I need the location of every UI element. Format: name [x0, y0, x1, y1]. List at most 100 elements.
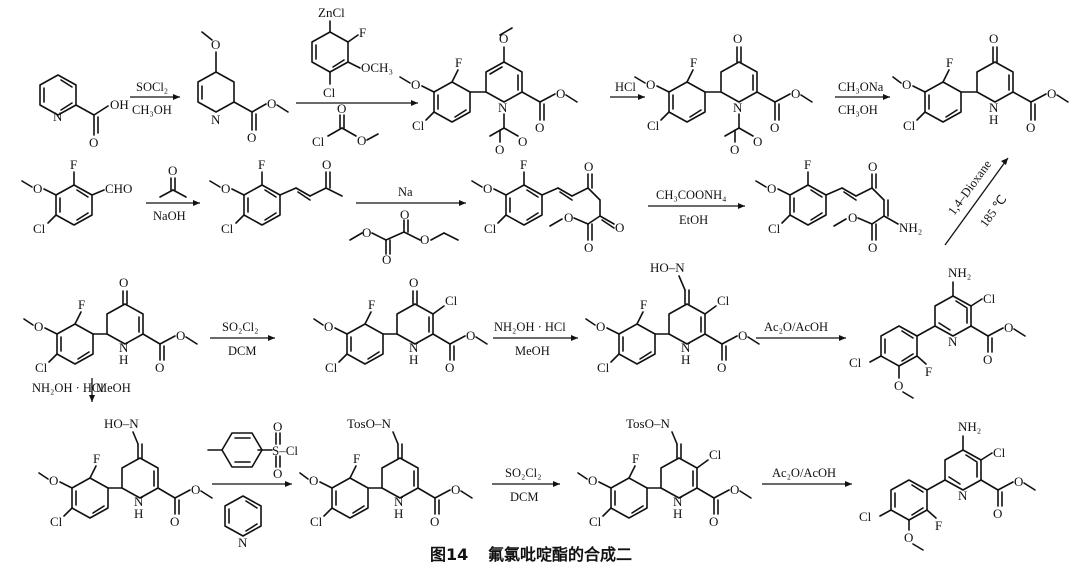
reagent-naoh: NaOH	[153, 209, 186, 223]
atom-o: O	[499, 31, 508, 46]
atom-o: O	[584, 159, 593, 174]
atom-o: O	[902, 77, 911, 92]
atom-cl: Cl	[717, 293, 730, 308]
atom-o: O	[267, 96, 276, 111]
atom-o: O	[615, 220, 624, 235]
reagent-nh4oac: CH₃COONH₄	[656, 188, 727, 202]
enaminone-structure: F O NH₂ O O O Cl	[755, 157, 922, 255]
atom-oh: OH	[110, 97, 129, 112]
reagent-f: F	[359, 25, 366, 40]
dihydropyridine-carbamate-structure: O N O O O O F O Cl	[399, 27, 578, 157]
atom-o: O	[400, 207, 409, 222]
reagent-so2cl2-2: SO₂Cl₂	[505, 466, 542, 480]
atom-o: O	[430, 514, 439, 529]
atom-f: F	[520, 157, 527, 172]
atom-f: F	[70, 157, 77, 172]
atom-o: O	[770, 120, 779, 135]
atom-cl: Cl	[50, 514, 63, 529]
atom-n: N	[733, 100, 743, 115]
atom-o: O	[730, 142, 739, 157]
atom-h: H	[394, 506, 403, 521]
atom-o: O	[848, 210, 857, 225]
atom-o: O	[411, 77, 420, 92]
atom-o: O	[584, 240, 593, 255]
atom-cl: Cl	[647, 118, 660, 133]
atom-o: O	[322, 157, 331, 172]
methyl-chloroformate-structure: O Cl O	[312, 101, 379, 149]
atom-o: O	[247, 130, 256, 145]
atom-cl: Cl	[768, 221, 781, 236]
enone-structure: F O O Cl	[209, 157, 343, 236]
arylzinc-reagent-structure: ZnCl F OCH₃ Cl	[311, 5, 393, 100]
atom-n: N	[238, 535, 248, 550]
arrow-8	[944, 157, 1009, 246]
reagent-dcm-2: DCM	[510, 490, 538, 504]
figure-title: 氟氯吡啶酯的合成二	[488, 545, 632, 564]
atom-cl: Cl	[597, 360, 610, 375]
atom-cl: Cl	[412, 118, 425, 133]
atom-hon: HO–N	[104, 416, 139, 431]
aminopyridine-product-1-structure: NH₂ Cl N O O F O Cl	[849, 265, 1026, 399]
atom-o: O	[556, 86, 565, 101]
atom-o: O	[983, 352, 992, 367]
atom-h: H	[409, 352, 418, 367]
reagent-na: Na	[398, 185, 413, 199]
atom-cl: Cl	[983, 291, 996, 306]
atom-f: F	[935, 518, 942, 533]
atom-o: O	[646, 77, 655, 92]
pyridine-structure: N	[224, 495, 262, 550]
atom-o: O	[993, 506, 1002, 521]
atom-o: O	[717, 360, 726, 375]
atom-o: O	[1004, 320, 1013, 335]
atom-n: N	[989, 100, 999, 115]
atom-o: O	[168, 163, 177, 178]
atom-o: O	[733, 31, 742, 46]
atom-cl: Cl	[33, 221, 46, 236]
reagent-dcm: DCM	[228, 344, 256, 358]
atom-cl: Cl	[849, 355, 862, 370]
reagent-socl2: SOCl₂	[136, 80, 168, 94]
atom-o: O	[868, 159, 877, 174]
atom-o: O	[588, 473, 597, 488]
atom-o: O	[904, 530, 913, 545]
atom-cl: Cl	[993, 445, 1006, 460]
atom-n: N	[948, 334, 958, 349]
atom-o: O	[176, 328, 185, 343]
atom-n: N	[673, 494, 683, 509]
atom-f: F	[368, 297, 375, 312]
atom-o: O	[753, 134, 762, 149]
reagent-nh2oh-hcl: NH₂OH · HCl	[494, 320, 566, 334]
picolinic-acid-structure: N OH O	[39, 74, 129, 150]
reagent-ac2o-2: Ac₂O/AcOH	[772, 466, 836, 480]
reagent-meoh: MeOH	[515, 344, 550, 358]
atom-o: O	[362, 225, 371, 240]
chloro-oxime-structure: HO–N Cl N H O O F O Cl	[585, 260, 760, 375]
atom-h: H	[134, 506, 143, 521]
atom-o: O	[989, 31, 998, 46]
atom-o: O	[420, 232, 429, 247]
atom-o: O	[337, 101, 346, 116]
atom-o: O	[211, 37, 220, 52]
reagent-ch3oh: CH₃OH	[132, 103, 172, 117]
atom-h: H	[119, 352, 128, 367]
reagent-zncl: ZnCl	[318, 5, 345, 20]
atom-o: O	[738, 328, 747, 343]
atom-o: O	[155, 360, 164, 375]
atom-n: N	[498, 100, 508, 115]
atom-hon: HO–N	[650, 260, 685, 275]
atom-nh2: NH₂	[948, 265, 971, 280]
reagent-185c: 185 ℃	[977, 192, 1009, 229]
atom-nh2: NH₂	[899, 220, 922, 235]
atom-o: O	[34, 319, 43, 334]
atom-f: F	[258, 157, 265, 172]
atom-cl: Cl	[221, 221, 234, 236]
aminopyridine-product-2-structure: NH₂ Cl N O O F O Cl	[859, 419, 1036, 551]
atom-o: O	[273, 419, 282, 434]
atom-o: O	[357, 133, 366, 148]
diketoester-structure: F O O O O O Cl	[471, 157, 624, 255]
atom-o: O	[445, 360, 454, 375]
atom-n: N	[394, 494, 404, 509]
reagent-cl: Cl	[323, 85, 336, 100]
reagent-ch3oh-2: CH₃OH	[838, 103, 878, 117]
